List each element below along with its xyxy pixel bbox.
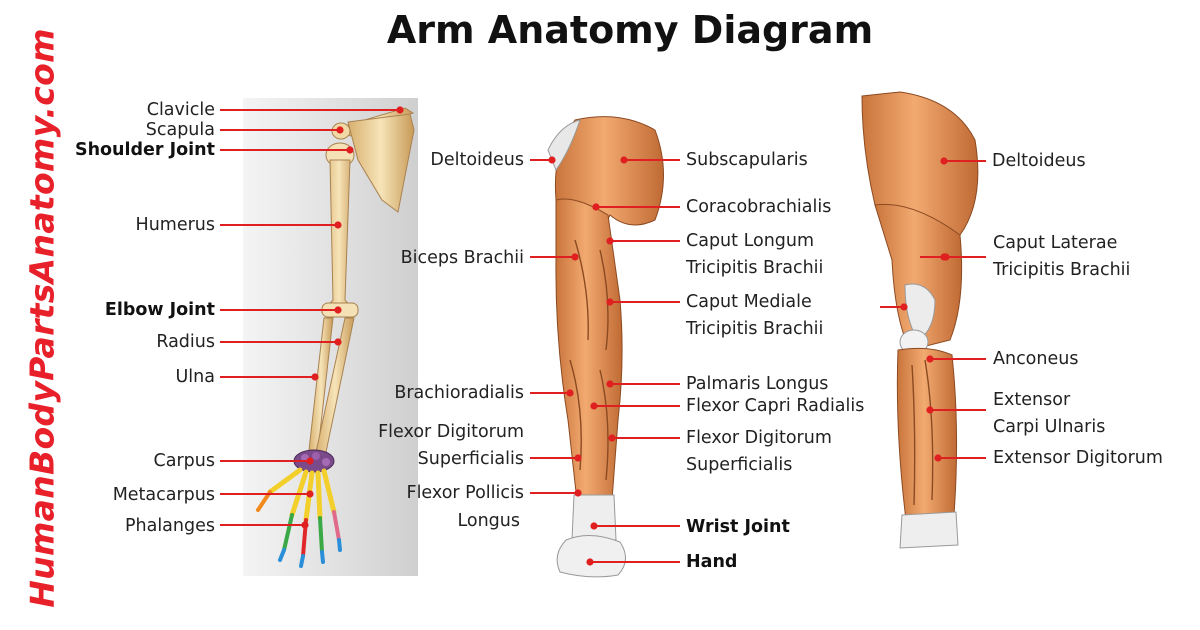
leader-dot (900, 303, 908, 311)
label-hand: Hand (686, 552, 738, 572)
back-forearm (896, 347, 958, 521)
label-elbow-joint: Elbow Joint (104, 300, 215, 320)
leader-dot (306, 457, 314, 465)
leader-dot (334, 221, 342, 229)
leader-dot (396, 106, 404, 114)
label-flexor-digitorum-left-1: Flexor Digitorum (378, 422, 524, 442)
label-extensor-1: Extensor (993, 390, 1071, 410)
label-caput-longum-1: Caput Longum (686, 231, 815, 251)
leader-dot (606, 298, 614, 306)
leader-lines (220, 106, 986, 566)
label-phalanges: Phalanges (124, 516, 215, 536)
leader-dot (590, 522, 598, 530)
leader-dot (566, 389, 574, 397)
label-radius: Radius (156, 332, 215, 352)
leader-dot (334, 306, 342, 314)
label-palmaris-longus: Palmaris Longus (686, 374, 829, 394)
label-caput-laterae-1: Caput Laterae (993, 233, 1118, 253)
leader-dot (306, 490, 314, 498)
hand-bones (256, 467, 342, 568)
leader-dot (940, 253, 948, 261)
arm-muscles-back-illustration (861, 91, 979, 549)
leader-dot (571, 253, 579, 261)
leader-dot (301, 521, 309, 529)
label-ulna: Ulna (175, 367, 216, 387)
label-back-deltoideus: Deltoideus (992, 151, 1086, 171)
front-hand-shape (556, 535, 626, 578)
label-metacarpus: Metacarpus (112, 485, 215, 505)
label-shoulder-joint: Shoulder Joint (74, 140, 215, 160)
label-brachioradialis: Brachioradialis (394, 383, 524, 403)
label-flexor-pollicis-2: Longus (457, 511, 520, 531)
leader-dot (574, 489, 582, 497)
leader-dot (590, 402, 598, 410)
leader-dot (346, 146, 354, 154)
leader-dot (586, 558, 594, 566)
label-flexor-digitorum-left-2: Superficialis (417, 449, 524, 469)
front-arm-muscles (555, 198, 623, 511)
label-biceps-brachii: Biceps Brachii (400, 248, 524, 268)
label-carpus: Carpus (153, 451, 215, 471)
leader-dot (336, 126, 344, 134)
label-extensor-digitorum: Extensor Digitorum (993, 448, 1163, 468)
back-wrist (899, 511, 959, 549)
leader-dot (548, 156, 556, 164)
front-wrist-tendon (571, 494, 617, 541)
label-subscapularis: Subscapularis (686, 150, 808, 170)
label-caput-laterae-2: Tricipitis Brachii (993, 260, 1131, 280)
label-anconeus: Anconeus (993, 349, 1079, 369)
label-wrist-joint: Wrist Joint (686, 517, 790, 537)
scapula-bone (347, 113, 415, 213)
leader-dot (606, 380, 614, 388)
label-humerus: Humerus (135, 215, 215, 235)
label-extensor-2: Carpi Ulnaris (993, 417, 1106, 437)
leader-dot (574, 454, 582, 462)
leader-dot (608, 434, 616, 442)
leader-dot (940, 157, 948, 165)
leader-dot (926, 406, 934, 414)
leader-dot (334, 338, 342, 346)
arm-muscles-front-illustration (547, 116, 664, 578)
label-coracobrachialis: Coracobrachialis (686, 197, 832, 217)
label-caput-mediale-1: Caput Mediale (686, 292, 812, 312)
leader-dot (620, 156, 628, 164)
label-flexor-pollicis-1: Flexor Pollicis (406, 483, 525, 503)
label-flexor-digitorum-right-1: Flexor Digitorum (686, 428, 832, 448)
page-title: Arm Anatomy Diagram (386, 8, 874, 52)
leader-dot (926, 355, 934, 363)
label-front-deltoideus: Deltoideus (430, 150, 524, 170)
label-clavicle: Clavicle (146, 100, 215, 120)
label-flexor-capri-radialis: Flexor Capri Radialis (686, 396, 865, 416)
leader-dot (606, 237, 614, 245)
label-flexor-digitorum-right-2: Superficialis (686, 455, 793, 475)
leader-dot (592, 203, 600, 211)
leader-dot (934, 454, 942, 462)
label-caput-longum-2: Tricipitis Brachii (686, 258, 824, 278)
label-caput-mediale-2: Tricipitis Brachii (686, 319, 824, 339)
label-scapula: Scapula (145, 120, 215, 140)
leader-dot (311, 373, 319, 381)
